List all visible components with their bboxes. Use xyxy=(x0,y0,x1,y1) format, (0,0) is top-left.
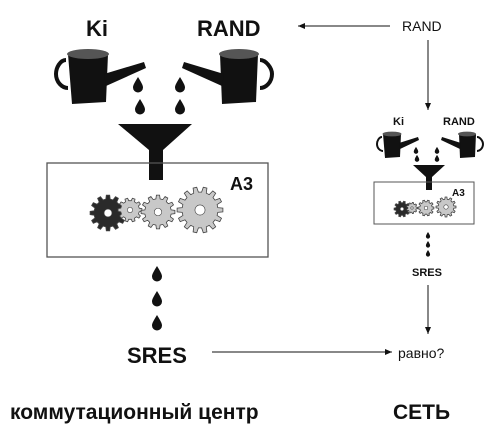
small-ki-label: Ki xyxy=(393,116,404,128)
a3-algorithm-box xyxy=(46,162,269,258)
gear-hub-icon xyxy=(410,206,414,210)
rand-watering-can-icon xyxy=(182,49,275,104)
network-caption: СЕТЬ xyxy=(393,401,450,424)
gear-hub-icon xyxy=(443,204,449,210)
sres-label: SRES xyxy=(127,343,187,368)
rand-drops xyxy=(175,77,185,115)
ki-watering-can-icon xyxy=(53,49,146,104)
gear-hub-icon xyxy=(194,204,206,216)
gears-icon xyxy=(89,186,224,234)
rand-source-label: RAND xyxy=(402,18,442,34)
gear-hub-icon xyxy=(423,205,429,211)
small-ki-watering-can-icon xyxy=(375,131,419,158)
funnel-icon xyxy=(118,124,192,180)
output-drops xyxy=(152,266,162,331)
gear-hub-icon xyxy=(127,207,133,213)
small-rand-label: RAND xyxy=(443,116,475,128)
small-rand-watering-can-icon xyxy=(441,131,485,158)
small-a3-label: A3 xyxy=(452,188,465,199)
gear-hub-icon xyxy=(399,206,405,212)
compare-label: равно? xyxy=(398,345,445,361)
switching-center-caption: коммутационный центр xyxy=(10,401,259,424)
gear-hub-icon xyxy=(153,207,163,217)
rand-label: RAND xyxy=(197,16,261,41)
small-gears-icon xyxy=(393,196,457,218)
a3-label: A3 xyxy=(230,174,253,194)
ki-label: Ki xyxy=(86,16,108,41)
gear-hub-icon xyxy=(103,208,113,218)
small-output-drops xyxy=(425,232,431,257)
small-input-drops xyxy=(413,146,440,162)
small-sres-label: SRES xyxy=(412,267,442,279)
small-a3-algorithm-box xyxy=(373,181,475,225)
ki-drops xyxy=(133,77,145,115)
small-funnel-icon xyxy=(413,165,445,190)
